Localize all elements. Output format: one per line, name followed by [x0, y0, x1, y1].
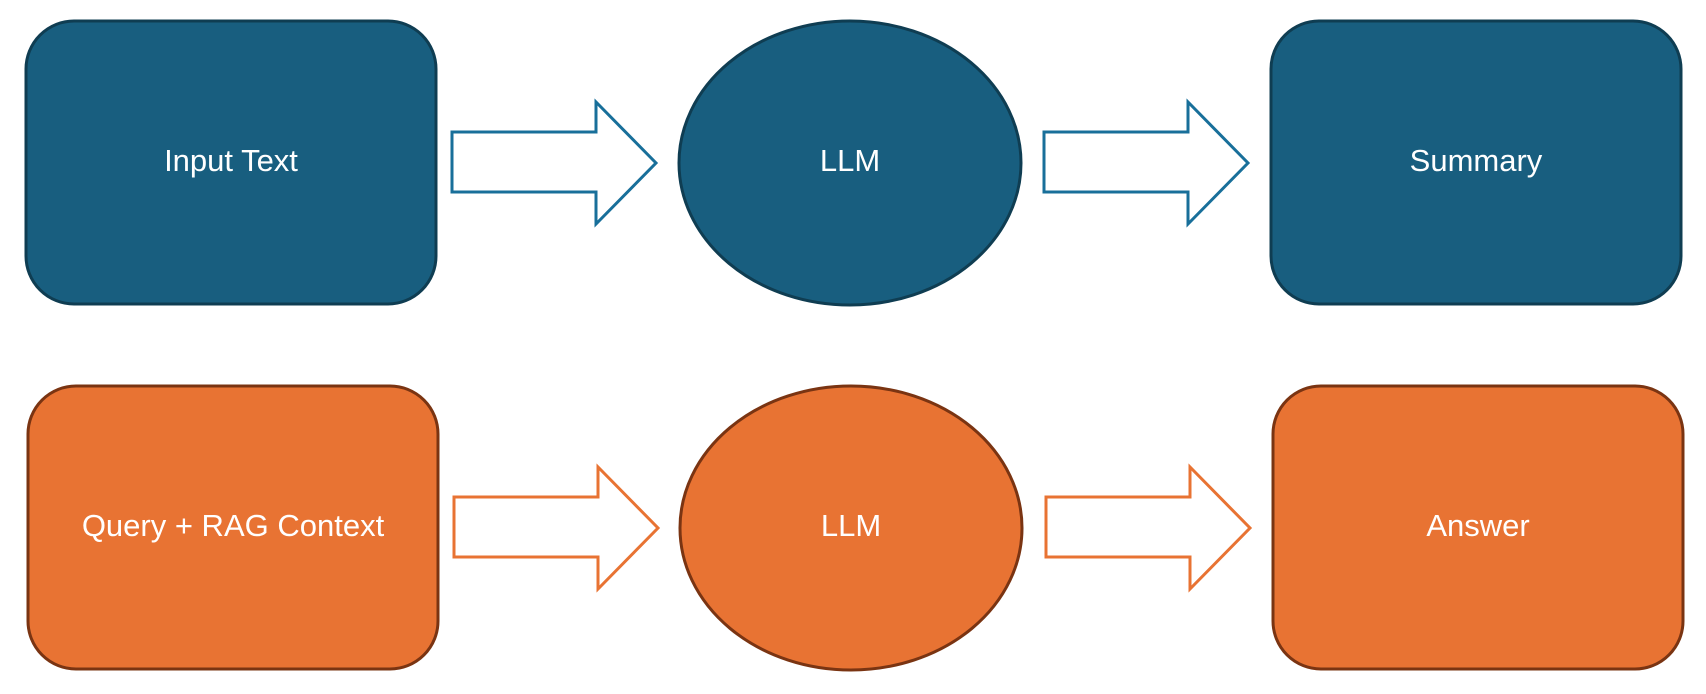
arrow-llm-to-summary: [1042, 98, 1251, 228]
llm-node-bottom: LLM: [678, 384, 1024, 672]
llm-node-top: LLM: [677, 19, 1023, 307]
llm-label-bottom: LLM: [821, 508, 881, 543]
llm-node-top-shape: [677, 19, 1023, 307]
query-rag-context-box: Query + RAG Context: [26, 384, 440, 671]
summary-box: Summary: [1269, 19, 1683, 306]
answer-box: Answer: [1271, 384, 1685, 671]
flow-question-answering: Query + RAG Context LLM Answer: [26, 384, 1685, 672]
arrow-llm-to-answer: [1044, 463, 1253, 593]
arrow-query-to-llm: [452, 463, 661, 593]
llm-node-bottom-shape: [678, 384, 1024, 672]
answer-label: Answer: [1426, 508, 1529, 543]
summary-label: Summary: [1410, 143, 1543, 178]
llm-label-top: LLM: [820, 143, 880, 178]
query-rag-context-box-shape: [26, 384, 440, 671]
input-text-box-shape: [24, 19, 438, 306]
arrow-input-to-llm: [450, 98, 659, 228]
input-text-label: Input Text: [164, 143, 298, 178]
query-rag-context-label: Query + RAG Context: [82, 508, 385, 543]
summary-box-shape: [1269, 19, 1683, 306]
answer-box-shape: [1271, 384, 1685, 671]
input-text-box: Input Text: [24, 19, 438, 306]
flow-summarization: Input Text LLM Summary: [24, 19, 1683, 307]
